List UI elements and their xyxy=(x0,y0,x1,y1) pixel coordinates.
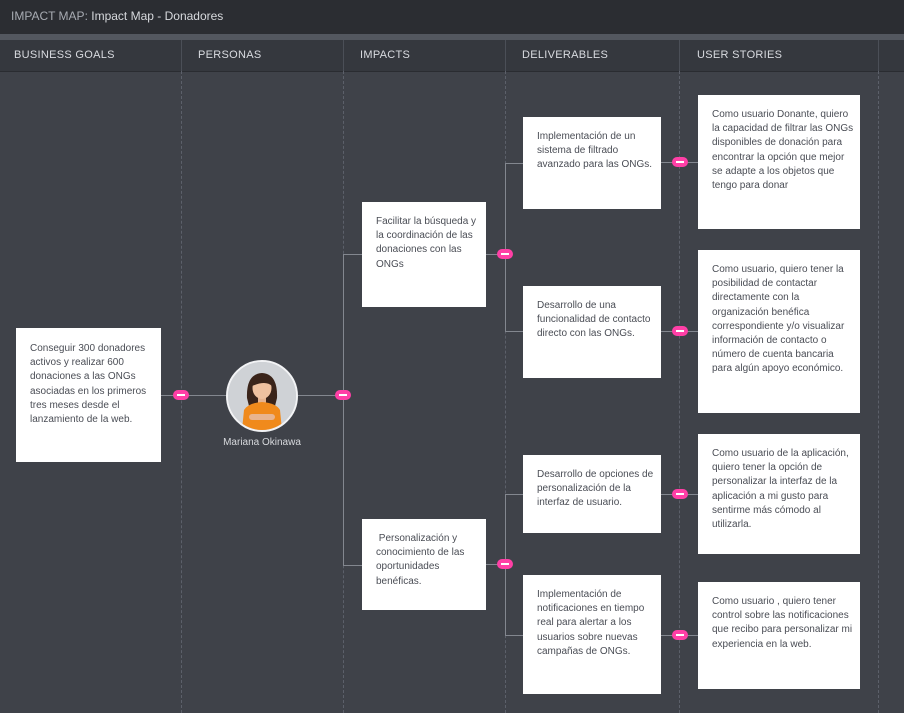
collapse-toggle[interactable] xyxy=(672,157,688,167)
connector-line xyxy=(298,395,343,396)
map-title: IMPACT MAP: Impact Map - Donadores xyxy=(11,9,223,23)
map-title-prefix: IMPACT MAP: xyxy=(11,9,88,23)
collapse-toggle[interactable] xyxy=(335,390,351,400)
impact-card[interactable]: Facilitar la búsqueda y la coordinación … xyxy=(362,202,486,307)
collapse-toggle[interactable] xyxy=(672,326,688,336)
column-header-impacts: IMPACTS xyxy=(360,49,411,61)
person-avatar-icon[interactable] xyxy=(226,360,298,432)
connector-line xyxy=(505,494,523,495)
column-divider xyxy=(343,40,344,71)
connector-line xyxy=(505,163,523,164)
connector-line xyxy=(505,635,523,636)
connector-line xyxy=(505,331,523,332)
connector-line xyxy=(486,564,505,565)
user-story-card[interactable]: Como usuario de la aplicación, quiero te… xyxy=(698,434,860,554)
persona-illustration xyxy=(228,362,296,430)
column-guide xyxy=(505,71,506,713)
connector-line xyxy=(343,254,362,255)
column-header-user-stories: USER STORIES xyxy=(697,49,783,61)
column-divider xyxy=(181,40,182,71)
title-separator xyxy=(0,34,904,40)
column-header-bar: BUSINESS GOALS PERSONAS IMPACTS DELIVERA… xyxy=(0,40,904,72)
connector-line xyxy=(486,254,505,255)
column-divider xyxy=(878,40,879,71)
map-title-name: Impact Map - Donadores xyxy=(91,9,224,23)
column-guide xyxy=(878,71,879,713)
column-divider xyxy=(505,40,506,71)
collapse-toggle[interactable] xyxy=(672,630,688,640)
deliverable-card[interactable]: Implementación de un sistema de filtrado… xyxy=(523,117,661,209)
user-story-card[interactable]: Como usuario , quiero tener control sobr… xyxy=(698,582,860,689)
collapse-toggle[interactable] xyxy=(497,559,513,569)
deliverable-card[interactable]: Implementación de notificaciones en tiem… xyxy=(523,575,661,694)
column-header-deliverables: DELIVERABLES xyxy=(522,49,609,61)
connector-line xyxy=(343,254,344,566)
title-bar: IMPACT MAP: Impact Map - Donadores xyxy=(0,0,904,34)
column-header-business-goals: BUSINESS GOALS xyxy=(14,49,115,61)
column-header-personas: PERSONAS xyxy=(198,49,262,61)
connector-line xyxy=(343,565,362,566)
persona-name: Mariana Okinawa xyxy=(223,437,301,448)
business-goal-card[interactable]: Conseguir 300 donadores activos y realiz… xyxy=(16,328,161,462)
connector-line xyxy=(505,163,506,331)
column-guide xyxy=(679,71,680,713)
impact-card[interactable]: Personalización y conocimiento de las op… xyxy=(362,519,486,610)
deliverable-card[interactable]: Desarrollo de opciones de personalizació… xyxy=(523,455,661,533)
collapse-toggle[interactable] xyxy=(497,249,513,259)
connector-line xyxy=(161,395,226,396)
column-divider xyxy=(679,40,680,71)
user-story-card[interactable]: Como usuario Donante, quiero la capacida… xyxy=(698,95,860,229)
user-story-card[interactable]: Como usuario, quiero tener la posibilida… xyxy=(698,250,860,413)
collapse-toggle[interactable] xyxy=(672,489,688,499)
collapse-toggle[interactable] xyxy=(173,390,189,400)
deliverable-card[interactable]: Desarrollo de una funcionalidad de conta… xyxy=(523,286,661,378)
